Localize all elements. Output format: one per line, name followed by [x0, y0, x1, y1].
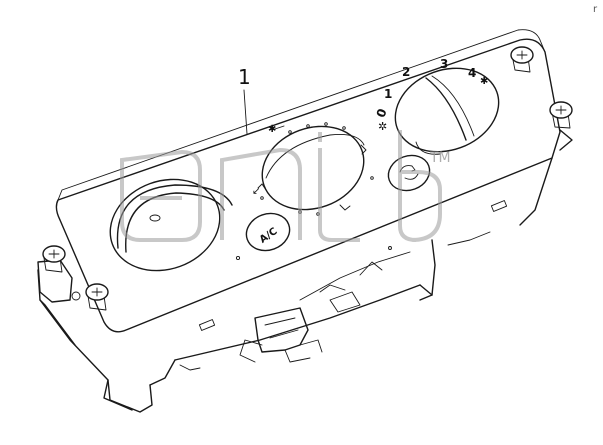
mounting-screw-bottom-left [85, 283, 109, 311]
ac-button[interactable]: A/C [241, 208, 295, 257]
left-bracket [37, 259, 81, 303]
fan-icon: ✲ [378, 120, 387, 133]
temperature-dial[interactable] [97, 165, 241, 286]
watermark-logo: TM [120, 130, 451, 242]
mounting-screw-top-right [510, 46, 534, 73]
fan-speed-2: 2 [402, 65, 410, 79]
fan-speed-3: 3 [440, 57, 448, 71]
fan-speed-1: 1 [384, 87, 392, 101]
watermark-trademark: TM [429, 150, 451, 166]
mounting-screw-left [42, 245, 66, 273]
floor-vent-icon: ↙ [252, 186, 260, 197]
mounting-screw-right [549, 101, 573, 129]
callout-1: 1 [238, 65, 251, 135]
corner-mark: r [593, 4, 598, 15]
fan-speed-dial[interactable] [384, 54, 511, 165]
callout-number: 1 [238, 65, 251, 89]
panel-housing [37, 129, 573, 413]
fan-speed-4: 4 [468, 66, 476, 80]
windshield-defrost-icon: ✱ [268, 124, 276, 135]
faceplate-clips [198, 200, 508, 331]
wiring-connector [239, 291, 361, 363]
fan-speed-scale: 0 1 2 3 4 ✲ ✱ [374, 57, 489, 133]
faceplate-top-edge [57, 29, 541, 201]
fan-max-icon: ✱ [480, 76, 488, 87]
airflow-mode-dial[interactable] [250, 113, 375, 224]
